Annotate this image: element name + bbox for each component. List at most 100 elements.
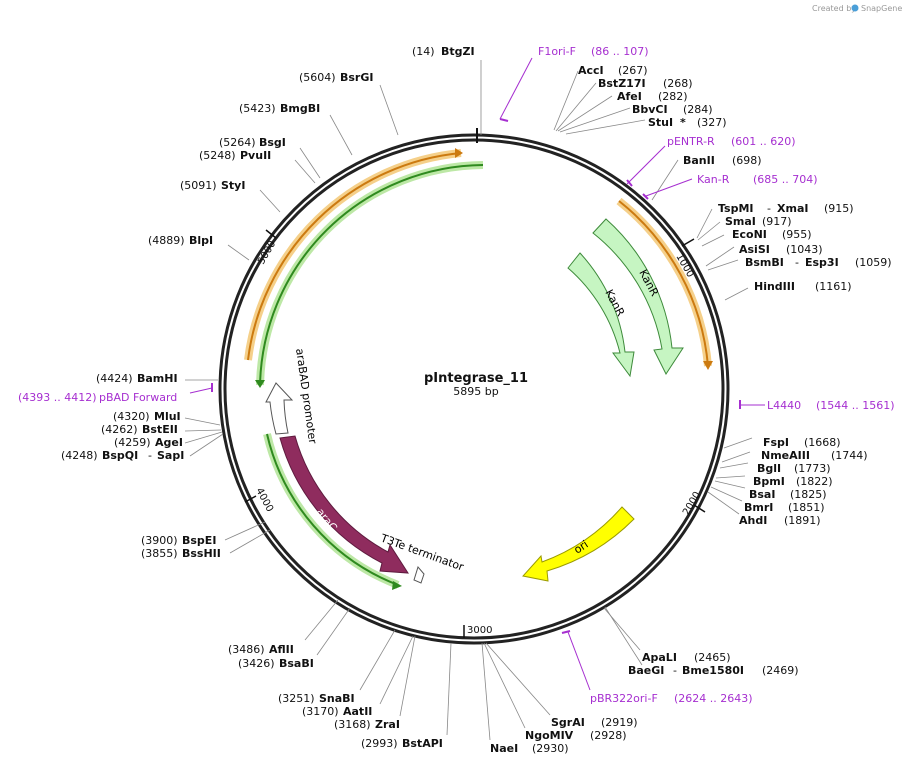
site-agei[interactable]: AgeI <box>155 436 183 449</box>
site-bsteii[interactable]: BstEII <box>142 423 178 436</box>
separator: - <box>148 449 152 462</box>
site-pvuii[interactable]: PvuII <box>240 149 271 162</box>
primer-l4440-name[interactable]: L4440 <box>767 399 801 412</box>
site-snabi[interactable]: SnaBI <box>319 692 355 705</box>
site-tspmi[interactable]: TspMI <box>718 202 754 215</box>
primer-l4440-range: (1544 .. 1561) <box>816 399 895 412</box>
site-acci[interactable]: AccI <box>578 64 604 77</box>
site-pos: (4424) <box>96 372 133 385</box>
primer-pbad-forward-name[interactable]: pBAD Forward <box>99 391 177 404</box>
primers: F1ori-F (86 .. 107) pENTR-R (601 .. 620)… <box>18 45 895 705</box>
site-bstapi[interactable]: BstAPI <box>402 737 443 750</box>
site-pos: (327) <box>697 116 727 129</box>
site-smai[interactable]: SmaI <box>725 215 756 228</box>
primer-pbad-forward-range: (4393 .. 4412) <box>18 391 97 404</box>
primer-pentr-r-name[interactable]: pENTR-R <box>667 135 715 148</box>
backbone-inner-circle <box>223 138 725 640</box>
site-stui-star: * <box>680 116 686 129</box>
site-bmgbi[interactable]: BmgBI <box>280 102 320 115</box>
tick-mark-5000 <box>265 229 277 239</box>
site-fspi[interactable]: FspI <box>763 436 789 449</box>
site-baegi[interactable]: BaeGI <box>628 664 664 677</box>
primer-kan-r-name[interactable]: Kan-R <box>697 173 730 186</box>
site-pos: (4320) <box>113 410 150 423</box>
tick-mark-1000 <box>681 238 695 247</box>
site-naei[interactable]: NaeI <box>490 742 518 755</box>
site-afei[interactable]: AfeI <box>617 90 642 103</box>
tick-label-3000: 3000 <box>467 625 492 636</box>
site-pos: (1043) <box>786 243 823 256</box>
orf-arcs <box>244 148 713 590</box>
site-styi[interactable]: StyI <box>221 179 245 192</box>
site-bsrgi[interactable]: BsrGI <box>340 71 373 84</box>
site-econi[interactable]: EcoNI <box>732 228 767 241</box>
site-asisi[interactable]: AsiSI <box>739 243 770 256</box>
site-bbvci[interactable]: BbvCI <box>632 103 668 116</box>
site-apali[interactable]: ApaLI <box>642 651 677 664</box>
site-pos: (917) <box>762 215 792 228</box>
site-blpi[interactable]: BlpI <box>189 234 213 247</box>
restriction-sites: (14) BtgZI (5604) BsrGI (5423) BmgBI (52… <box>61 45 892 755</box>
site-bsshii[interactable]: BssHII <box>182 547 221 560</box>
site-pos: (5264) <box>219 136 256 149</box>
site-bpmi[interactable]: BpmI <box>753 475 785 488</box>
feature-t3te-terminator[interactable] <box>413 565 425 584</box>
site-bspei[interactable]: BspEI <box>182 534 216 547</box>
site-aflii[interactable]: AflII <box>269 643 294 656</box>
feature-kanr-inner[interactable] <box>567 252 635 378</box>
primer-pentr-r-range: (601 .. 620) <box>731 135 796 148</box>
site-sapi[interactable]: SapI <box>157 449 184 462</box>
site-bsgi[interactable]: BsgI <box>259 136 286 149</box>
primer-pbr322ori-f-name[interactable]: pBR322ori-F <box>590 692 658 705</box>
primer-f1ori-f-name[interactable]: F1ori-F <box>538 45 576 58</box>
site-nmeaiii[interactable]: NmeAIII <box>761 449 810 462</box>
feature-arabad-promoter-label: araBAD promoter <box>293 348 319 445</box>
site-bgli[interactable]: BglI <box>757 462 781 475</box>
site-xmai[interactable]: XmaI <box>777 202 808 215</box>
site-bmri[interactable]: BmrI <box>744 501 773 514</box>
site-pos: (2465) <box>694 651 731 664</box>
site-bme1580i[interactable]: Bme1580I <box>682 664 744 677</box>
plasmid-name: pIntegrase_11 <box>424 371 528 386</box>
primer-kan-r-range: (685 .. 704) <box>753 173 818 186</box>
site-sgrai[interactable]: SgrAI <box>551 716 585 729</box>
site-pos: (1059) <box>855 256 892 269</box>
feature-ori[interactable] <box>522 506 635 582</box>
site-ngomiv[interactable]: NgoMIV <box>525 729 574 742</box>
plasmid-size: 5895 bp <box>453 385 498 398</box>
site-bamhi[interactable]: BamHI <box>137 372 178 385</box>
site-hindiii[interactable]: HindIII <box>754 280 795 293</box>
site-zrai[interactable]: ZraI <box>375 718 400 731</box>
feature-arabad-promoter[interactable] <box>265 382 294 435</box>
orf-green-arc-left <box>259 164 484 386</box>
site-aatii[interactable]: AatII <box>343 705 372 718</box>
site-bspqi[interactable]: BspQI <box>102 449 138 462</box>
site-bsabi[interactable]: BsaBI <box>279 657 314 670</box>
tick-mark-4000 <box>244 495 257 503</box>
site-btgzi[interactable]: BtgZI <box>441 45 475 58</box>
separator: - <box>767 202 771 215</box>
site-stui[interactable]: StuI <box>648 116 673 129</box>
credit-brand: SnapGene <box>861 4 902 13</box>
site-pos: (5248) <box>199 149 236 162</box>
tick-mark-2000 <box>693 504 706 513</box>
site-pos: (2993) <box>361 737 398 750</box>
site-pos: (3855) <box>141 547 178 560</box>
snapgene-credit: Created by SnapGene <box>812 4 902 13</box>
site-pos: (3251) <box>278 692 315 705</box>
orf-orange-arc-right <box>618 200 709 367</box>
site-mlui[interactable]: MluI <box>154 410 181 423</box>
feature-kanr-outer[interactable] <box>592 218 684 376</box>
site-bstz17i[interactable]: BstZ17I <box>598 77 646 90</box>
orf-orange-arrowhead-right <box>703 361 713 370</box>
site-pos: (3170) <box>302 705 339 718</box>
orf-green-arc-bottom <box>266 433 399 586</box>
site-pos: (2919) <box>601 716 638 729</box>
site-esp3i[interactable]: Esp3I <box>805 256 839 269</box>
site-pos: (2930) <box>532 742 569 755</box>
site-ahdi[interactable]: AhdI <box>739 514 767 527</box>
feature-arac[interactable] <box>279 435 409 574</box>
site-banii[interactable]: BanII <box>683 154 715 167</box>
site-bsmbi[interactable]: BsmBI <box>745 256 784 269</box>
site-bsai[interactable]: BsaI <box>749 488 775 501</box>
